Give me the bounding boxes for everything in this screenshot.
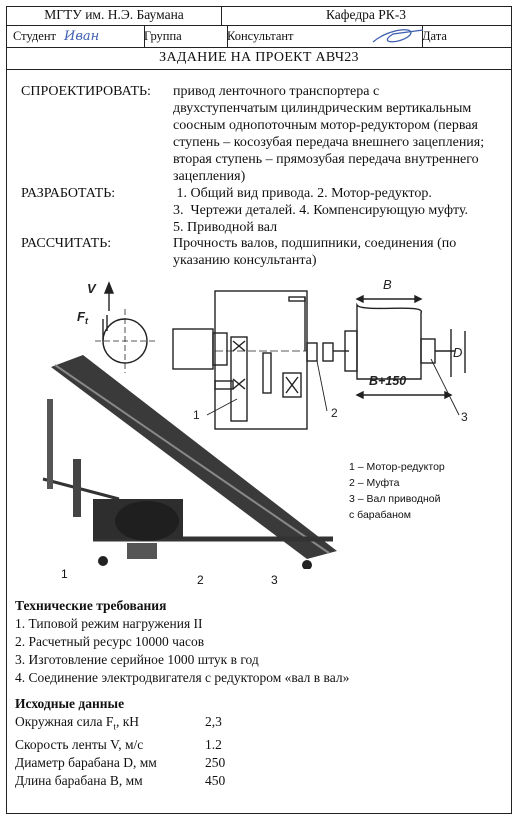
input-row: Скорость ленты V, м/с 1.2 <box>15 736 225 754</box>
drive-schematic: V Ft <box>42 277 468 569</box>
conveyor-photo <box>42 355 337 569</box>
photo-callout-1: 1 <box>61 567 68 581</box>
tech-item: 2. Расчетный ресурс 10000 часов <box>15 634 205 649</box>
section-text: 1. Общий вид привода. 2. Мотор-редуктор.… <box>173 185 503 236</box>
callout-2: 2 <box>331 406 338 420</box>
section-line: 5. Приводной вал <box>173 220 278 235</box>
student-signature: Иван <box>64 29 100 44</box>
group-label: Группа <box>138 25 228 47</box>
input-value: 450 <box>205 772 226 788</box>
section-label: СПРОЕКТИРОВАТЬ: <box>21 84 151 99</box>
v-label: V <box>87 281 97 296</box>
tech-item: 3. Изготовление серийное 1000 штук в год <box>15 652 259 667</box>
gearbox-housing <box>214 290 308 430</box>
figure-legend: 1 – Мотор-редуктор 2 – Муфта 3 – Вал при… <box>349 459 445 523</box>
input-heading: Исходные данные <box>15 696 125 711</box>
header-row-1: МГТУ им. Н.Э. Баумана Кафедра РК-3 <box>7 7 511 26</box>
tech-item: 1. Типовой режим нагружения II <box>15 616 203 631</box>
section-line: зацепления) <box>173 169 246 184</box>
input-row: Окружная сила Ft, кН 2,3 <box>15 713 225 736</box>
input-value: 1.2 <box>205 736 222 752</box>
department-cell: Кафедра РК-3 <box>325 7 407 22</box>
callout-3: 3 <box>461 410 468 424</box>
tech-item: 4. Соединение электродвигателя с редукто… <box>15 670 350 685</box>
photo-callout-2: 2 <box>197 573 204 587</box>
section-line: привод ленточного транспортера с <box>173 84 380 99</box>
university-cell: МГТУ им. Н.Э. Баумана <box>7 7 222 25</box>
consultant-label: Консультант <box>227 29 294 43</box>
legend-item: с барабаном <box>349 509 411 521</box>
legend-item: 2 – Муфта <box>349 477 400 489</box>
legend-item: 3 – Вал приводной <box>349 493 441 505</box>
section-text: привод ленточного транспортера с двухступ… <box>173 83 503 185</box>
section-line: 1. Общий вид привода. 2. Мотор-редуктор. <box>173 186 432 201</box>
callout-1: 1 <box>193 408 200 422</box>
section-line: Прочность валов, подшипники, соединения … <box>173 236 457 251</box>
d-dimension-label: D <box>453 345 462 360</box>
input-value: 250 <box>205 754 226 770</box>
ft-label: Ft <box>77 309 89 326</box>
section-text: Прочность валов, подшипники, соединения … <box>173 235 503 269</box>
input-row: Диаметр барабана D, мм 250 <box>15 754 225 772</box>
section-line: указанию консультанта) <box>173 253 317 268</box>
assignment-sheet: МГТУ им. Н.Э. Баумана Кафедра РК-3 Студе… <box>6 6 512 814</box>
b150-dimension-label: B+150 <box>369 374 406 388</box>
coupling <box>306 342 318 362</box>
input-key: Скорость ленты V, м/с <box>15 736 144 752</box>
input-key: Окружная сила Ft, кН <box>15 714 139 732</box>
student-cell: Студент Иван <box>7 25 145 47</box>
date-label: Дата <box>422 29 447 43</box>
b-dimension-label: B <box>383 277 392 292</box>
input-value: 2,3 <box>205 714 222 729</box>
section-line: соосным однопоточным мотор-редуктором (п… <box>173 118 478 133</box>
consultant-signature-icon <box>372 29 424 43</box>
legend-item: 1 – Мотор-редуктор <box>349 461 445 473</box>
input-row: Длина барабана B, мм 450 <box>15 772 225 790</box>
section-line: двухступенчатым цилиндрическим вертикаль… <box>173 101 472 116</box>
header-row-2: Студент Иван Группа Консультант Дата <box>7 25 511 48</box>
section-label: РАЗРАБОТАТЬ: <box>21 186 116 201</box>
input-key: Длина барабана B, мм <box>15 772 143 788</box>
drum-body <box>356 302 422 380</box>
section-line: ступень – косозубая передача внешнего за… <box>173 135 485 150</box>
consultant-cell: Консультант <box>221 25 424 47</box>
motor-body <box>172 328 214 370</box>
section-line: вторая ступень – прямозубая передача вну… <box>173 152 479 167</box>
section-line: 3. Чертежи деталей. 4. Компенсирующую му… <box>173 203 469 218</box>
photo-callout-3: 3 <box>271 573 278 587</box>
tech-requirements: Технические требования 1. Типовой режим … <box>15 597 349 687</box>
input-key: Диаметр барабана D, мм <box>15 754 157 770</box>
student-label: Студент <box>13 29 56 43</box>
tech-heading: Технические требования <box>15 598 167 613</box>
page-title: ЗАДАНИЕ НА ПРОЕКТ АВЧ23 <box>7 47 511 70</box>
section-label: РАССЧИТАТЬ: <box>21 236 112 251</box>
